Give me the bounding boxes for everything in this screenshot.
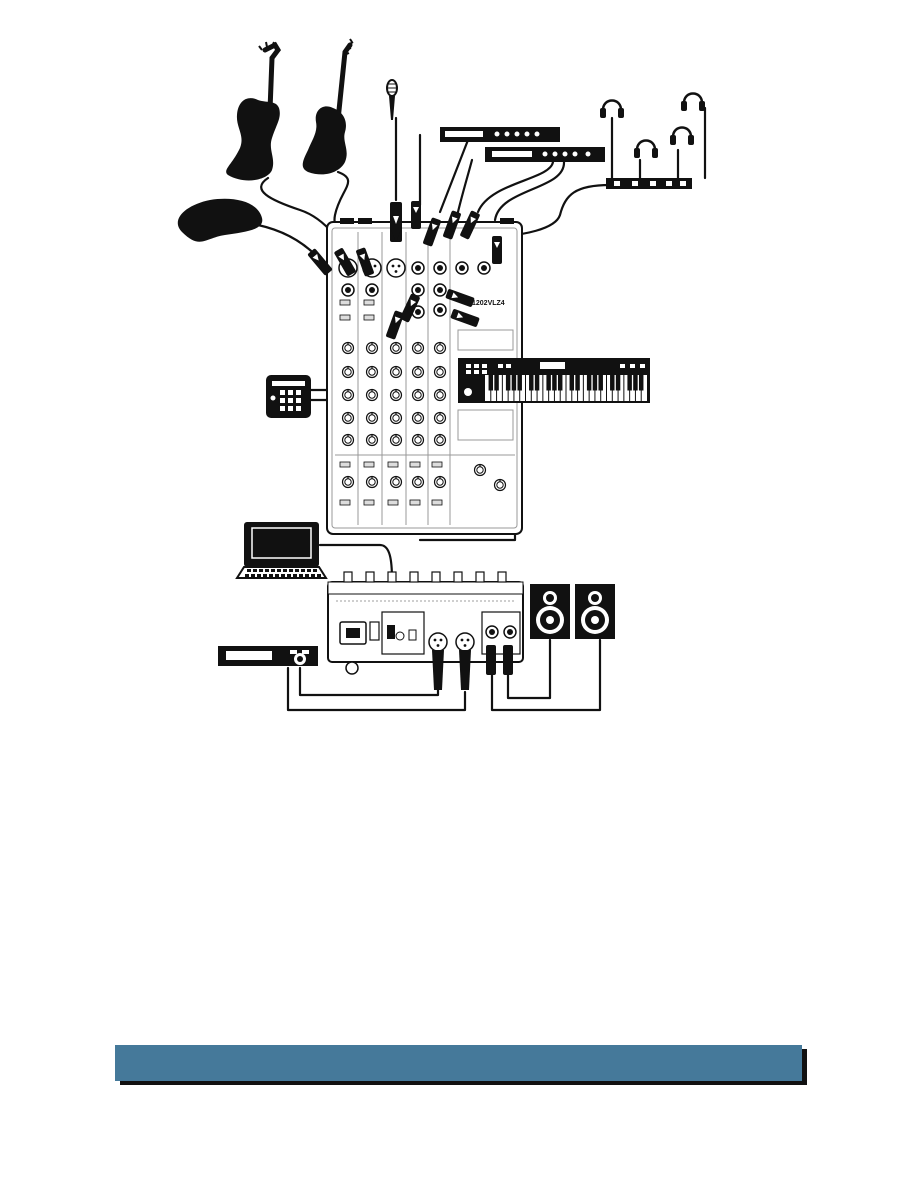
black-key	[639, 375, 642, 390]
black-key	[553, 375, 556, 390]
laptop-icon	[237, 522, 326, 578]
amp-speaker-out-l[interactable]	[486, 626, 498, 638]
mixer-jack-2[interactable]	[366, 284, 378, 296]
mixer-jack-5[interactable]	[412, 284, 424, 296]
amp-xlr-right[interactable]	[456, 633, 474, 651]
studio-monitors-icon	[530, 584, 615, 639]
black-key	[512, 375, 515, 390]
mixer-jack-7[interactable]	[456, 262, 468, 274]
fx2-return-cable	[478, 162, 553, 212]
black-key	[576, 375, 579, 390]
black-key	[634, 375, 637, 390]
black-key	[558, 375, 561, 390]
microphone-icon	[387, 80, 397, 120]
black-key	[628, 375, 631, 390]
rack-to-amp-cable-1	[300, 668, 438, 695]
black-key	[570, 375, 573, 390]
footer-bar	[115, 1045, 802, 1081]
black-key	[518, 375, 521, 390]
black-key	[616, 375, 619, 390]
effects-processor-2-icon	[485, 147, 605, 162]
black-key	[547, 375, 550, 390]
mixer-jack-1[interactable]	[342, 284, 354, 296]
fx1-return-cable	[440, 140, 468, 212]
black-key	[535, 375, 538, 390]
mixer-jack-3[interactable]	[412, 262, 424, 274]
rack-processor-icon	[218, 646, 318, 666]
fx2-return-cable-b	[495, 162, 564, 220]
black-key	[530, 375, 533, 390]
mixer-jack-4[interactable]	[434, 262, 446, 274]
fx2-send-cable	[458, 160, 472, 212]
black-key	[593, 375, 596, 390]
mixer-model-label: 1202VLZ4	[472, 300, 505, 307]
headphone-amp-icon	[606, 178, 692, 189]
black-key	[587, 375, 590, 390]
headphones-icon	[600, 94, 705, 159]
power-amp	[328, 572, 523, 690]
black-key	[599, 375, 602, 390]
black-key	[495, 375, 498, 390]
amp-xlr-left[interactable]	[429, 633, 447, 651]
mixer-jack-8[interactable]	[478, 262, 490, 274]
keyboard-icon	[458, 358, 650, 403]
drum-machine-icon	[266, 375, 311, 418]
effects-processor-1-icon	[440, 127, 560, 142]
mixer-jack-6[interactable]	[434, 284, 446, 296]
black-key	[611, 375, 614, 390]
mixer-xlr-3[interactable]	[387, 259, 405, 277]
mixer-jack-9[interactable]	[434, 304, 446, 316]
stompbox-icon	[178, 199, 263, 242]
black-key	[489, 375, 492, 390]
bass-guitar-icon	[303, 39, 353, 174]
amp-speaker-out-r[interactable]	[504, 626, 516, 638]
black-key	[506, 375, 509, 390]
electric-guitar-icon	[226, 42, 280, 180]
